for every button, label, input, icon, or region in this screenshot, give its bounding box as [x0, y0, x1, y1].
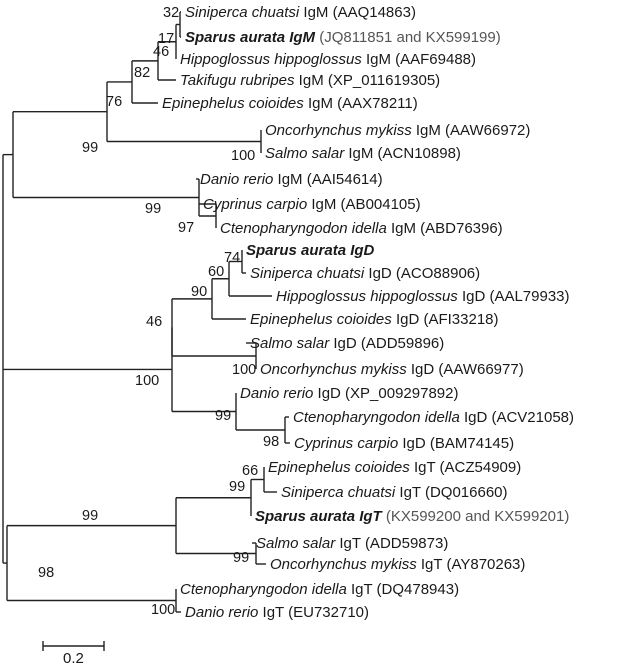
leaf-label-t11: Sparus aurata IgD — [246, 242, 375, 259]
bootstrap-value-b9: 97 — [178, 220, 194, 236]
leaf-label-t19: Cyprinus carpio IgD (BAM74145) — [294, 435, 514, 452]
leaf-label-t6: Oncorhynchus mykiss IgM (AAW66972) — [265, 122, 530, 139]
bootstrap-value-b11: 60 — [208, 264, 224, 280]
leaf-label-t22: Sparus aurata IgT (KX599200 and KX599201… — [255, 508, 569, 525]
leaf-label-t26: Danio rerio IgT (EU732710) — [185, 604, 369, 621]
bootstrap-value-b15: 100 — [232, 362, 256, 378]
leaf-label-t2: Sparus aurata IgM (JQ811851 and KX599199… — [185, 29, 501, 46]
bootstrap-value-b14: 100 — [135, 373, 159, 389]
leaf-label-t16: Oncorhynchus mykiss IgD (AAW66977) — [260, 361, 524, 378]
leaf-label-t9: Cyprinus carpio IgM (AB004105) — [203, 196, 421, 213]
leaf-label-t21: Siniperca chuatsi IgT (DQ016660) — [281, 484, 508, 501]
leaf-label-t17: Danio rerio IgD (XP_009297892) — [240, 385, 458, 402]
leaf-label-t25: Ctenopharyngodon idella IgT (DQ478943) — [180, 581, 459, 598]
leaf-label-t4: Takifugu rubripes IgM (XP_011619305) — [180, 72, 440, 89]
bootstrap-value-b2: 17 — [158, 31, 174, 47]
bootstrap-value-b1: 32 — [163, 5, 179, 21]
bootstrap-value-b18: 66 — [242, 463, 258, 479]
bootstrap-value-b7: 100 — [231, 148, 255, 164]
leaf-label-t1: Siniperca chuatsi IgM (AAQ14863) — [185, 4, 416, 21]
leaf-label-t10: Ctenopharyngodon idella IgM (ABD76396) — [220, 220, 503, 237]
leaf-label-t24: Oncorhynchus mykiss IgT (AY870263) — [270, 556, 525, 573]
leaf-label-t18: Ctenopharyngodon idella IgD (ACV21058) — [293, 409, 574, 426]
leaf-label-t20: Epinephelus coioides IgT (ACZ54909) — [268, 459, 521, 476]
bootstrap-value-b10: 74 — [224, 250, 240, 266]
leaf-label-t5: Epinephelus coioides IgM (AAX78211) — [162, 95, 418, 112]
bootstrap-value-b19: 99 — [229, 479, 245, 495]
leaf-label-t14: Epinephelus coioides IgD (AFI33218) — [250, 311, 499, 328]
bootstrap-value-b22: 98 — [38, 565, 54, 581]
bootstrap-value-b4: 82 — [134, 65, 150, 81]
leaf-label-t13: Hippoglossus hippoglossus IgD (AAL79933) — [276, 288, 570, 305]
bootstrap-value-b5: 76 — [106, 94, 122, 110]
bootstrap-value-b16: 99 — [215, 408, 231, 424]
bootstrap-value-b17: 98 — [263, 434, 279, 450]
bootstrap-value-b12: 90 — [191, 284, 207, 300]
bootstrap-value-b13: 46 — [146, 314, 162, 330]
bootstrap-value-b6: 99 — [82, 140, 98, 156]
leaf-label-t23: Salmo salar IgT (ADD59873) — [256, 535, 448, 552]
leaf-label-t15: Salmo salar IgD (ADD59896) — [250, 335, 444, 352]
leaf-label-t12: Siniperca chuatsi IgD (ACO88906) — [250, 265, 480, 282]
scale-bar-label: 0.2 — [63, 650, 84, 664]
leaf-label-t8: Danio rerio IgM (AAI54614) — [200, 171, 383, 188]
bootstrap-value-b21: 99 — [233, 550, 249, 566]
bootstrap-value-b8: 99 — [145, 201, 161, 217]
bootstrap-value-b20: 99 — [82, 508, 98, 524]
tree-branches — [2, 11, 290, 613]
leaf-label-t7: Salmo salar IgM (ACN10898) — [265, 145, 461, 162]
bootstrap-value-b3: 46 — [153, 44, 169, 60]
leaf-label-t3: Hippoglossus hippoglossus IgM (AAF69488) — [180, 51, 476, 68]
bootstrap-value-b23: 100 — [151, 602, 175, 618]
leaf-labels: Siniperca chuatsi IgM (AAQ14863) Sparus a… — [162, 4, 574, 621]
scale-bar: 0.2 — [42, 641, 105, 664]
